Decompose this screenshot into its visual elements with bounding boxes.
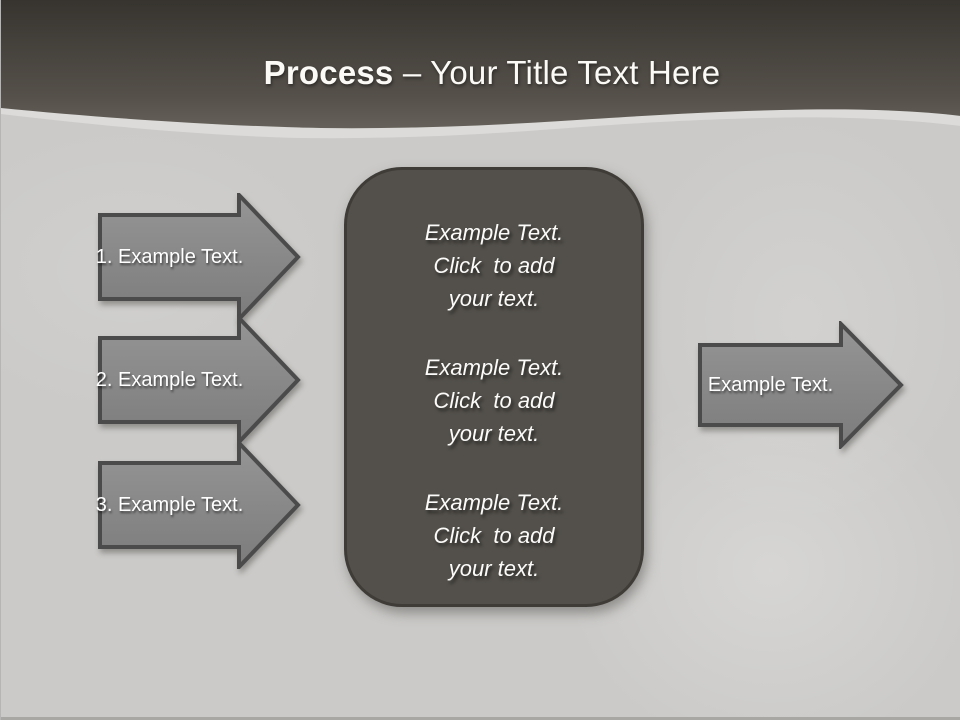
arrow-shape <box>98 316 301 444</box>
placeholder-line: your text. <box>448 555 540 581</box>
arrow-shape <box>98 441 301 569</box>
title-rest: – Your Title Text Here <box>393 54 721 91</box>
placeholder-line: Click to add <box>433 522 555 548</box>
title-emphasis: Process <box>263 54 394 91</box>
arrow-label: Example Text. <box>707 373 834 396</box>
placeholder-line: your text. <box>448 285 540 311</box>
text-placeholder-1[interactable]: Example Text. Click to add your text. <box>425 216 564 315</box>
process-arrow-3[interactable]: 3. Example Text. <box>95 441 302 569</box>
text-placeholder-3[interactable]: Example Text. Click to add your text. <box>425 486 564 585</box>
placeholder-line: Example Text. <box>424 219 564 245</box>
bottom-edge-strip <box>1 717 960 720</box>
arrow-shape <box>698 321 904 449</box>
background-blob <box>621 110 960 530</box>
placeholder-line: Example Text. <box>424 489 564 515</box>
process-arrow-1[interactable]: 1. Example Text. <box>95 193 302 321</box>
header-band <box>1 0 960 139</box>
placeholder-line: your text. <box>448 420 540 446</box>
arrow-label: 3. Example Text. <box>95 493 244 516</box>
center-text-box[interactable]: Example Text. Click to add your text. Ex… <box>344 167 644 607</box>
result-arrow[interactable]: Example Text. <box>698 321 906 449</box>
arrow-shape <box>98 193 301 321</box>
placeholder-line: Click to add <box>433 387 555 413</box>
arrow-label: 1. Example Text. <box>95 245 244 268</box>
arrow-label: 2. Example Text. <box>95 368 244 391</box>
placeholder-line: Example Text. <box>424 354 564 380</box>
text-placeholder-2[interactable]: Example Text. Click to add your text. <box>425 351 564 450</box>
slide-title[interactable]: Process – Your Title Text Here <box>1 50 960 96</box>
header-dark-wave <box>1 0 960 129</box>
placeholder-line: Click to add <box>433 252 555 278</box>
process-arrow-2[interactable]: 2. Example Text. <box>95 316 302 444</box>
